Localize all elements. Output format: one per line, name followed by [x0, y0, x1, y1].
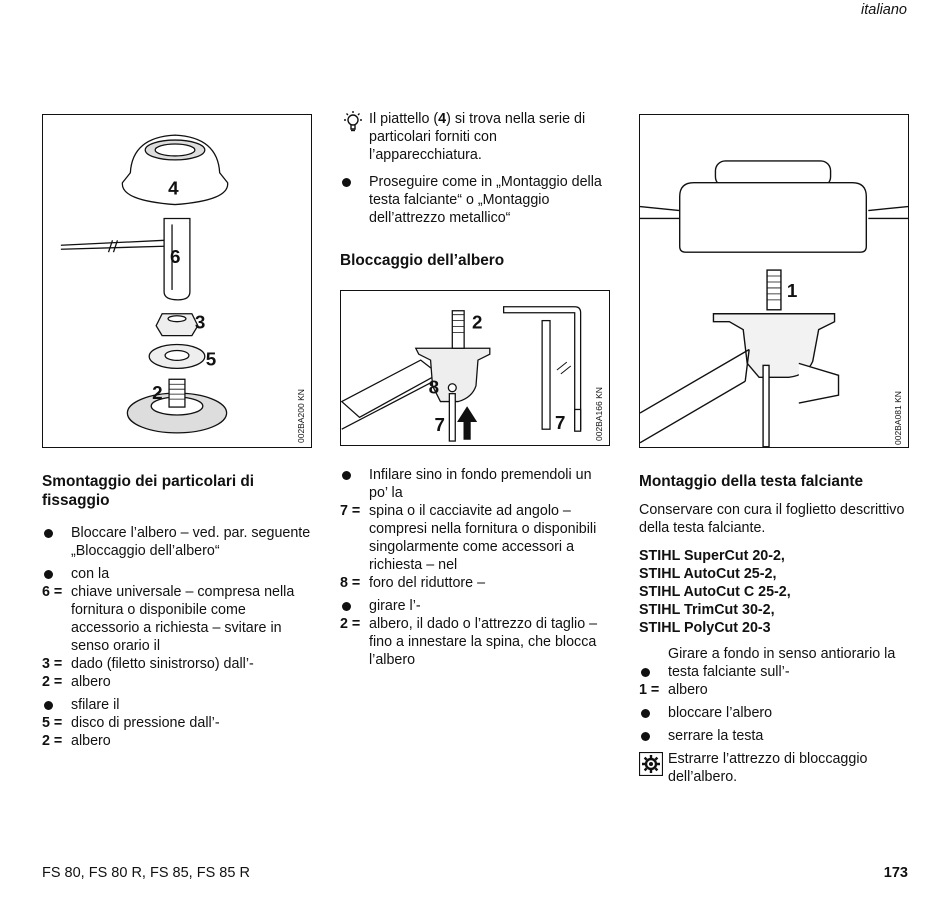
definition-5: 5 = disco di pressione dall’-: [42, 714, 317, 732]
model-item: STIHL PolyCut 20-3: [639, 620, 771, 636]
definition-8: 8 = foro del riduttore –: [340, 574, 612, 592]
list-item: bloccare l’albero: [639, 704, 911, 722]
label-2: 2: [152, 382, 162, 403]
intro-text: Conservare con cura il foglietto descrit…: [639, 502, 905, 536]
model-item: STIHL AutoCut C 25-2,: [639, 584, 791, 600]
tip-part-number: 4: [438, 111, 447, 127]
list-item: Infilare sino in fondo premendoli un po’…: [340, 466, 612, 502]
label-8: 8: [429, 377, 439, 398]
label-4: 4: [168, 178, 179, 199]
page-number: 173: [883, 865, 908, 881]
def-text: disco di pressione dall’-: [71, 715, 220, 731]
definition-1: 1 = albero: [639, 681, 911, 699]
heading-mowing-head: Montaggio della testa falciante: [639, 473, 864, 490]
def-text: spina o il cacciavite ad angolo – compre…: [369, 503, 597, 573]
def-key: 2 =: [42, 674, 63, 690]
list-item: con la: [42, 565, 317, 583]
column-mowing-head: Montaggio della testa falciante Conserva…: [639, 472, 911, 786]
label-6: 6: [170, 246, 180, 267]
def-text: albero: [71, 674, 111, 690]
fixing-parts-illustration: 4 6 3 5 2: [60, 134, 229, 434]
list-item: serrare la testa: [639, 727, 911, 745]
def-text: albero, il dado o l’attrezzo di taglio –…: [369, 616, 598, 668]
model-item: STIHL AutoCut 25-2,: [639, 566, 777, 582]
tip-note: Il piattello (4) si trova nella serie di…: [340, 110, 612, 164]
lead-in-text: Girare a fondo in senso antiorario la: [668, 646, 896, 662]
lightbulb-icon: [344, 111, 362, 132]
def-key: 5 =: [42, 715, 63, 731]
list-item: Bloccare l’albero – ved. par. seguente „…: [42, 524, 317, 560]
definition-2: 2 = albero: [42, 732, 317, 750]
page-language: italiano: [861, 2, 907, 18]
definition-7: 7 = spina o il cacciavite ad angolo – com…: [340, 502, 612, 574]
list-item: sfilare il: [42, 696, 317, 714]
def-text: albero: [71, 733, 111, 749]
def-key: 2 =: [340, 616, 361, 632]
figure-code: 002BA081 KN: [893, 391, 903, 445]
model-item: STIHL SuperCut 20-2,: [639, 548, 785, 564]
column-disassembly: Smontaggio dei particolari di fissaggio …: [42, 472, 317, 750]
label-3: 3: [195, 312, 205, 333]
def-key: 7 =: [340, 503, 361, 519]
label-7: 7: [435, 414, 445, 435]
figure-code: 002BA166 KN: [594, 387, 604, 441]
def-key: 2 =: [42, 733, 63, 749]
figure-mowing-head: 1 002BA081 KN: [639, 114, 909, 448]
definition-3: 3 = dado (filetto sinistrorso) dall’-: [42, 655, 317, 673]
label-2: 2: [472, 312, 482, 333]
column-shaft-locking-top: Il piattello (4) si trova nella serie di…: [340, 110, 612, 270]
label-7-screwdriver: 7: [555, 412, 565, 433]
gear-icon: [639, 752, 663, 776]
def-key: 6 =: [42, 584, 63, 600]
figure-code: 002BA200 KN: [296, 389, 306, 443]
definition-6: 6 = chiave universale – compresa nella fo…: [42, 583, 317, 655]
heading-disassembly: Smontaggio dei particolari di fissaggio: [42, 472, 317, 510]
list-item: testa falciante sull’-: [639, 663, 911, 681]
definition-2: 2 = albero: [42, 673, 317, 691]
shaft-locking-illustration: 2 8 7 7: [341, 306, 582, 442]
def-text: chiave universale – compresa nella forni…: [71, 584, 295, 654]
label-1: 1: [787, 280, 797, 301]
tip-text-post: ) si trova nella serie di particolari fo…: [369, 111, 586, 163]
heading-line-2: fissaggio: [42, 492, 110, 509]
list-item: Proseguire come in „Montaggio della test…: [340, 173, 612, 227]
def-text: foro del riduttore –: [369, 575, 486, 591]
def-text: albero: [668, 682, 708, 698]
footer-models: FS 80, FS 80 R, FS 85, FS 85 R: [42, 865, 250, 881]
tool-note: Estrarre l’attrezzo di bloccaggio dell’a…: [639, 750, 911, 786]
tip-text-pre: Il piattello (: [369, 111, 439, 127]
def-text: dado (filetto sinistrorso) dall’-: [71, 656, 254, 672]
label-5: 5: [206, 348, 216, 369]
def-key: 8 =: [340, 575, 361, 591]
definition-2: 2 = albero, il dado o l’attrezzo di tagli…: [340, 615, 612, 669]
heading-line-1: Smontaggio dei particolari di: [42, 473, 255, 490]
model-list: STIHL SuperCut 20-2, STIHL AutoCut 25-2,…: [639, 547, 911, 637]
def-key: 1 =: [639, 682, 660, 698]
list-item: girare l’-: [340, 597, 612, 615]
figure-fixing-parts: 4 6 3 5 2 002BA200 KN: [42, 114, 312, 448]
mowing-head-illustration: 1: [640, 160, 908, 447]
heading-shaft-locking: Bloccaggio dell’albero: [340, 252, 505, 269]
column-shaft-locking-bottom: Infilare sino in fondo premendoli un po’…: [340, 466, 612, 669]
figure-shaft-locking: 2 8 7 7 002BA166 KN: [340, 290, 610, 446]
model-item: STIHL TrimCut 30-2,: [639, 602, 775, 618]
tool-note-text: Estrarre l’attrezzo di bloccaggio dell’a…: [668, 751, 868, 785]
def-key: 3 =: [42, 656, 63, 672]
